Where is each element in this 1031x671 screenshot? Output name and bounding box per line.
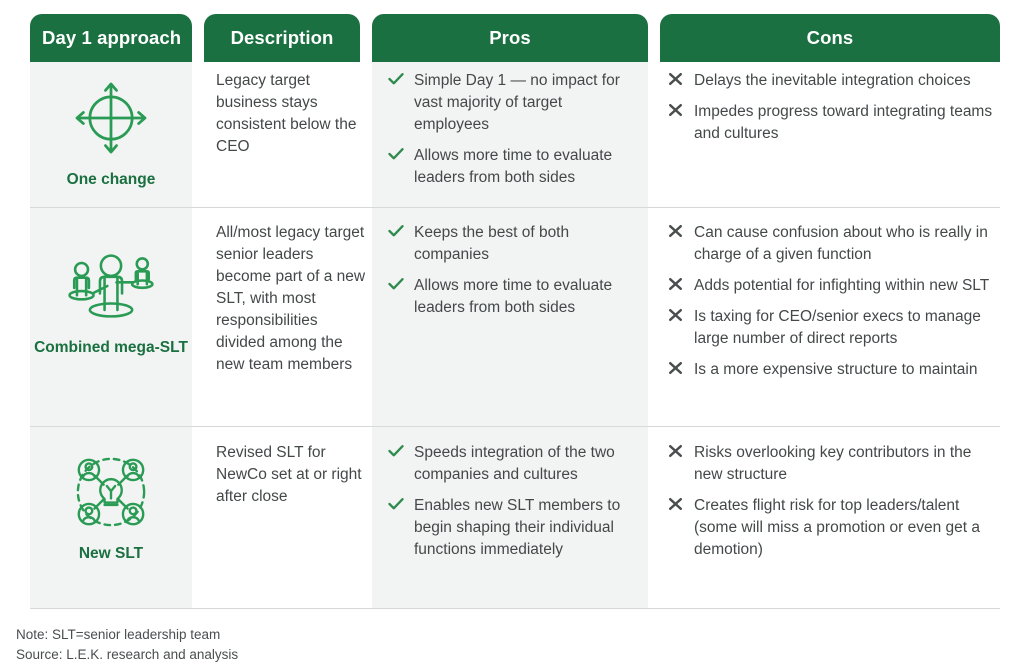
- cross-icon: [668, 442, 694, 458]
- cross-icon: [668, 101, 694, 117]
- check-icon: [388, 495, 414, 511]
- description-text: Revised SLT for NewCo set at or right af…: [216, 444, 362, 505]
- column-header-description: Description: [204, 14, 360, 62]
- list-item: Can cause confusion about who is really …: [668, 222, 1002, 266]
- cross-icon: [668, 70, 694, 86]
- column-header-cons: Cons: [660, 14, 1000, 62]
- cross-icon: [668, 359, 694, 375]
- list-item-text: Enables new SLT members to begin shaping…: [414, 497, 621, 558]
- list-item-text: Risks overlooking key contributors in th…: [694, 444, 972, 483]
- list-item-text: Keeps the best of both companies: [414, 224, 570, 263]
- row-separator: [30, 608, 1000, 609]
- crosshair-arrows-icon: [75, 82, 147, 154]
- table-row: One change: [30, 72, 192, 189]
- cross-icon: [668, 495, 694, 511]
- approach-label: One change: [66, 171, 156, 188]
- list-item-text: Can cause confusion about who is really …: [694, 224, 988, 263]
- people-network-icon: [68, 254, 154, 318]
- source-text: Source: L.E.K. research and analysis: [16, 646, 239, 662]
- cons-list: Can cause confusion about who is really …: [668, 222, 1002, 381]
- list-item-text: Creates flight risk for top leaders/tale…: [694, 497, 981, 558]
- list-item: Enables new SLT members to begin shaping…: [388, 495, 638, 561]
- list-item: Speeds integration of the two companies …: [388, 442, 638, 486]
- list-item-text: Simple Day 1 — no impact for vast majori…: [414, 72, 620, 133]
- list-item: Is a more expensive structure to maintai…: [668, 359, 1002, 381]
- cons-list: Risks overlooking key contributors in th…: [668, 442, 1002, 561]
- check-icon: [388, 222, 414, 238]
- footer-notes: Note: SLT=senior leadership team Source:…: [16, 625, 238, 664]
- list-item: Adds potential for infighting within new…: [668, 275, 1002, 297]
- check-icon: [388, 275, 414, 291]
- list-item: Creates flight risk for top leaders/tale…: [668, 495, 1002, 561]
- table-row: Combined mega-SLT: [30, 240, 192, 357]
- note-text: Note: SLT=senior leadership team: [16, 627, 221, 642]
- approach-label: Combined mega-SLT: [34, 339, 188, 356]
- list-item-text: Allows more time to evaluate leaders fro…: [414, 147, 613, 186]
- list-item: Allows more time to evaluate leaders fro…: [388, 275, 638, 319]
- list-item-text: Is a more expensive structure to maintai…: [694, 361, 978, 378]
- column-header-description-label: Description: [230, 27, 334, 48]
- list-item: Allows more time to evaluate leaders fro…: [388, 145, 638, 189]
- list-item-text: Allows more time to evaluate leaders fro…: [414, 277, 613, 316]
- description-text: Legacy target business stays consistent …: [216, 72, 357, 155]
- list-item: Is taxing for CEO/senior execs to manage…: [668, 306, 1002, 350]
- row-separator: [30, 426, 1000, 427]
- list-item: Keeps the best of both companies: [388, 222, 638, 266]
- cross-icon: [668, 306, 694, 322]
- list-item-text: Speeds integration of the two companies …: [414, 444, 615, 483]
- table-row: New SLT: [30, 446, 192, 563]
- column-header-approach-label: Day 1 approach: [42, 27, 182, 48]
- description-text: All/most legacy target senior leaders be…: [216, 224, 366, 373]
- list-item: Delays the inevitable integration choice…: [668, 70, 1002, 92]
- column-header-approach: Day 1 approach: [30, 14, 192, 62]
- pros-list: Speeds integration of the two companies …: [388, 442, 638, 561]
- cross-icon: [668, 222, 694, 238]
- lightbulb-team-icon: [76, 457, 146, 527]
- check-icon: [388, 442, 414, 458]
- list-item: Risks overlooking key contributors in th…: [668, 442, 1002, 486]
- pros-list: Simple Day 1 — no impact for vast majori…: [388, 70, 638, 189]
- list-item: Impedes progress toward integrating team…: [668, 101, 1002, 145]
- table-header-row: Day 1 approach Description Pros Cons: [0, 14, 1031, 62]
- pros-list: Keeps the best of both companies Allows …: [388, 222, 638, 319]
- list-item-text: Adds potential for infighting within new…: [694, 277, 990, 294]
- check-icon: [388, 70, 414, 86]
- column-header-pros: Pros: [372, 14, 648, 62]
- check-icon: [388, 145, 414, 161]
- pros-column-band: [372, 62, 648, 608]
- cross-icon: [668, 275, 694, 291]
- list-item-text: Delays the inevitable integration choice…: [694, 72, 971, 89]
- column-header-cons-label: Cons: [806, 27, 854, 48]
- list-item-text: Is taxing for CEO/senior execs to manage…: [694, 308, 981, 347]
- row-separator: [30, 207, 1000, 208]
- list-item-text: Impedes progress toward integrating team…: [694, 103, 993, 142]
- list-item: Simple Day 1 — no impact for vast majori…: [388, 70, 638, 136]
- approach-label: New SLT: [78, 545, 144, 562]
- column-header-pros-label: Pros: [489, 27, 531, 48]
- cons-list: Delays the inevitable integration choice…: [668, 70, 1002, 145]
